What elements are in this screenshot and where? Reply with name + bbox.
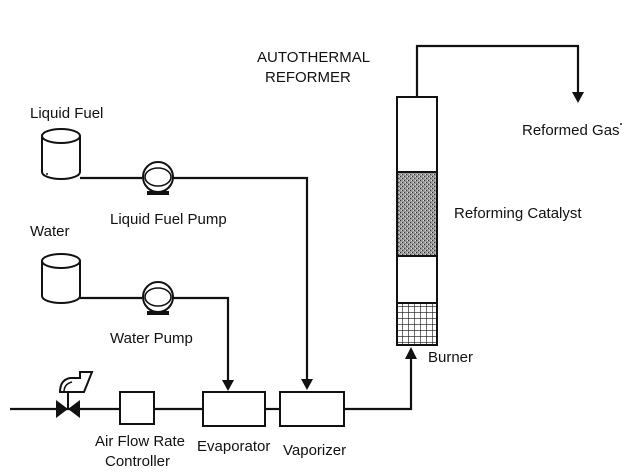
liquid-fuel-pump bbox=[142, 161, 174, 195]
burner-label: Burner bbox=[428, 349, 473, 366]
air-flow-controller-label-2: Controller bbox=[105, 453, 170, 470]
water-discharge-line bbox=[173, 296, 230, 382]
reforming-catalyst-section bbox=[396, 171, 438, 257]
liquid-fuel-tank bbox=[41, 128, 81, 180]
water-label: Water bbox=[30, 223, 69, 240]
water-arrowhead bbox=[222, 380, 234, 391]
autothermal-reformer-column bbox=[396, 96, 438, 346]
burner-section bbox=[396, 302, 438, 346]
air-flow-controller-label-1: Air Flow Rate bbox=[95, 433, 185, 450]
outlet-arrowhead bbox=[572, 92, 584, 103]
liquid-fuel-label: Liquid Fuel bbox=[30, 105, 103, 122]
evaporator-box bbox=[202, 391, 266, 427]
water-tank bbox=[41, 253, 81, 304]
water-pump bbox=[142, 281, 174, 315]
speck bbox=[620, 123, 622, 125]
reforming-catalyst-label: Reforming Catalyst bbox=[454, 205, 582, 222]
air-flow-rate-controller-box bbox=[119, 391, 155, 425]
title-line-2: REFORMER bbox=[265, 69, 351, 86]
speck bbox=[46, 173, 48, 175]
evaporator-label: Evaporator bbox=[197, 438, 270, 455]
title-line-1: AUTOTHERMAL bbox=[257, 49, 370, 66]
fuel-discharge-line bbox=[173, 176, 309, 381]
water-pump-label: Water Pump bbox=[110, 330, 193, 347]
air-valve-icon bbox=[56, 371, 94, 418]
reformer-top-section bbox=[396, 96, 438, 173]
feed-to-reformer-line bbox=[344, 357, 413, 411]
vaporizer-label: Vaporizer bbox=[283, 442, 346, 459]
reformer-middle-section bbox=[396, 255, 438, 304]
reformed-gas-label: Reformed Gas bbox=[522, 122, 620, 139]
liquid-fuel-pump-label: Liquid Fuel Pump bbox=[110, 211, 227, 228]
reformed-gas-outlet-line bbox=[415, 44, 580, 97]
feed-arrowhead bbox=[405, 347, 417, 359]
vaporizer-box bbox=[279, 391, 345, 427]
fuel-arrowhead bbox=[301, 379, 313, 390]
